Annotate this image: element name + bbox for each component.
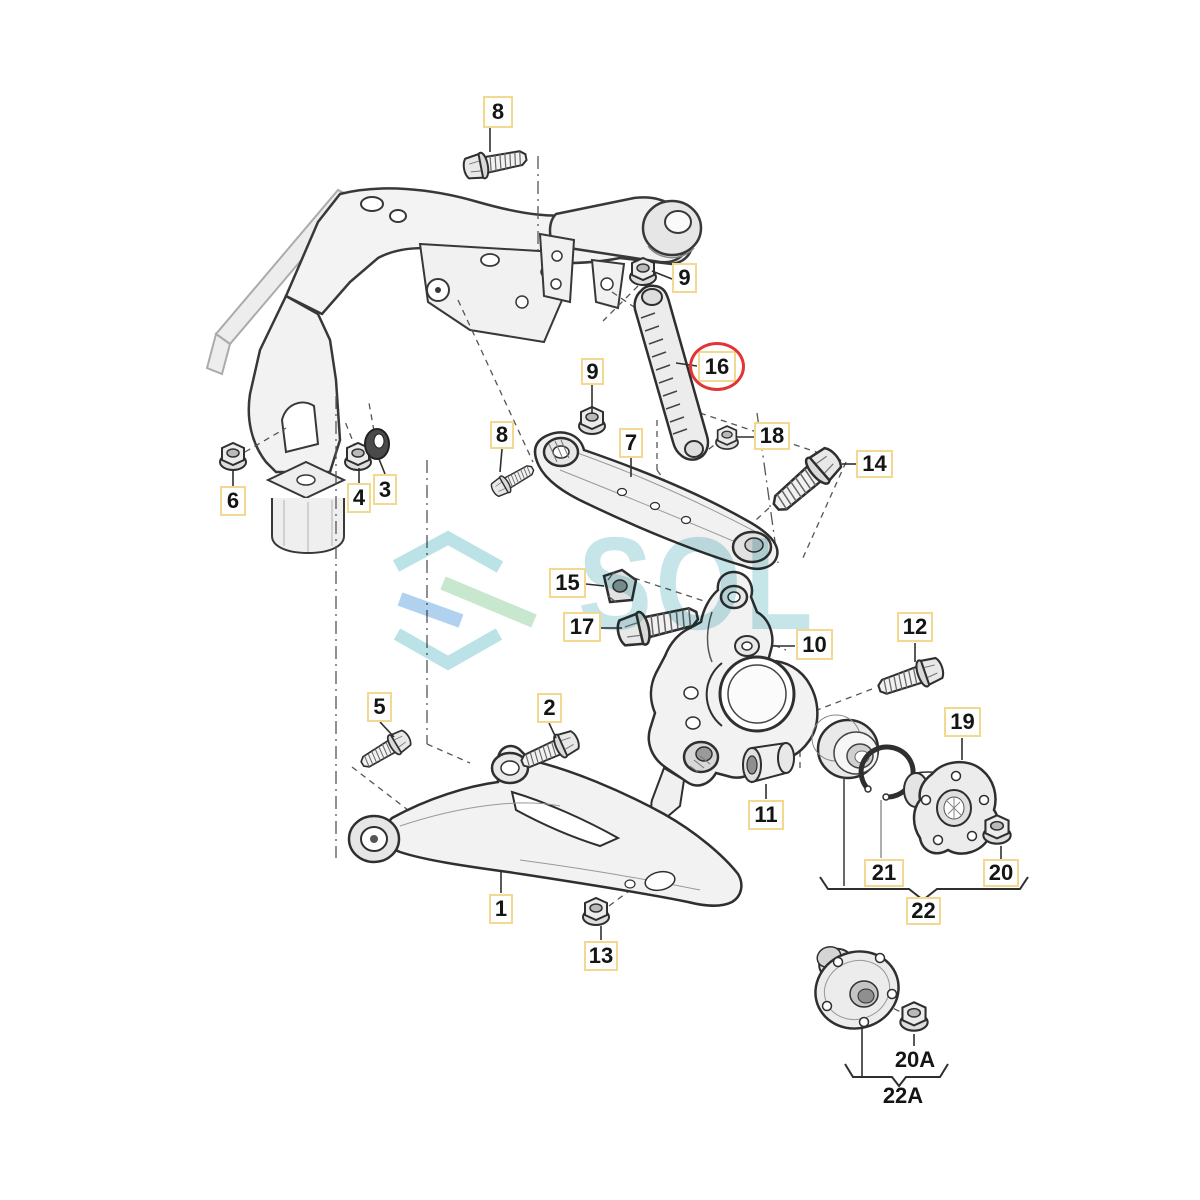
callout-11[interactable]: 11 [748,800,784,830]
assembly-guide-lines [244,156,904,1014]
callout-22[interactable]: 22 [906,897,941,925]
lock-nut-15-drawing [602,568,638,604]
callout-15[interactable]: 15 [549,568,586,598]
bushing-drawing [742,741,795,784]
wheel-hub-drawing [903,761,999,855]
callout-12[interactable]: 12 [897,612,933,642]
callout-20[interactable]: 20 [983,859,1019,887]
callout-1[interactable]: 1 [489,894,513,924]
callout-20A[interactable]: 20A [894,1047,936,1072]
callout-8-left[interactable]: 8 [490,421,514,449]
callout-19[interactable]: 19 [944,707,981,737]
callout-21[interactable]: 21 [864,859,904,887]
callout-10[interactable]: 10 [796,629,833,660]
callout-22A[interactable]: 22A [882,1083,924,1108]
highlight-circle [689,342,745,391]
callout-8-top[interactable]: 8 [483,96,513,128]
hub-unit-drawing [814,945,900,1030]
callout-17[interactable]: 17 [563,612,601,642]
callout-7[interactable]: 7 [619,428,643,458]
wheel-knuckle-drawing [647,570,819,819]
group-bracket-22A [844,1063,949,1088]
callout-6[interactable]: 6 [220,486,246,516]
callout-9-mid[interactable]: 9 [581,358,604,385]
callout-5[interactable]: 5 [367,692,392,722]
callout-18[interactable]: 18 [754,422,790,450]
rear-subframe-drawing [205,187,703,555]
callout-13[interactable]: 13 [584,941,618,971]
callout-4[interactable]: 4 [347,483,371,513]
upper-control-arm-drawing [533,431,779,570]
callout-2[interactable]: 2 [537,693,562,723]
washer-3-drawing [364,428,390,460]
lower-control-arm-drawing [347,744,743,907]
callout-14[interactable]: 14 [856,450,893,478]
toe-link-drawing [633,284,710,461]
leader-lines [232,128,1002,1076]
callout-9-upper[interactable]: 9 [672,263,697,293]
callout-3[interactable]: 3 [373,474,397,505]
